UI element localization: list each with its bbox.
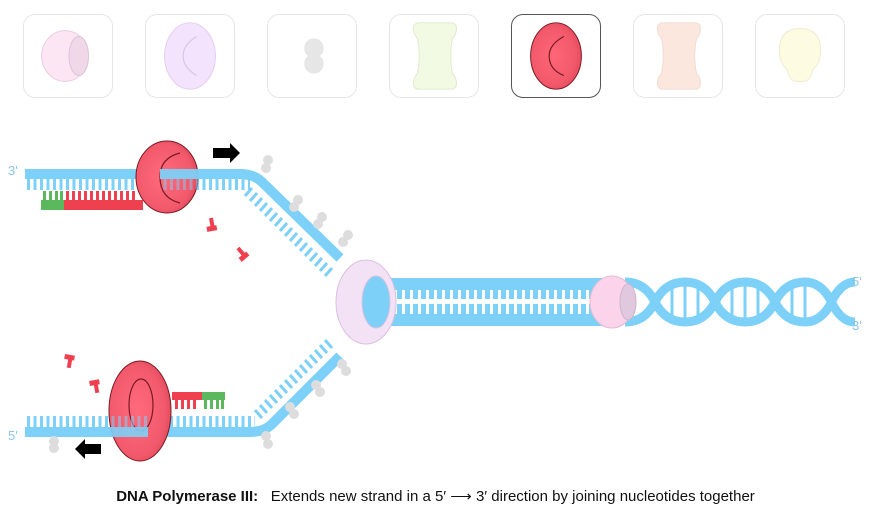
ssb-protein: [49, 436, 59, 453]
nucleotide-icon: [89, 379, 100, 394]
nucleotide-icon: [206, 217, 218, 232]
tool-topoisomerase[interactable]: [145, 14, 235, 98]
ssb-protein: [261, 155, 273, 173]
label-helix-3-prime: 3': [852, 318, 862, 333]
nucleotide-icon: [64, 353, 75, 369]
leading-new-strand: [63, 191, 143, 210]
caption-description: Extends new strand in a 5′ ⟶ 3′ directio…: [270, 488, 755, 505]
ssb-protein: [285, 402, 299, 419]
replication-fork-diagram: 3' 5' 5' 3': [8, 140, 862, 462]
free-nucleotides-bottom: [64, 353, 100, 394]
topoisomerase-icon: [164, 22, 216, 90]
ssb-protein: [338, 230, 353, 247]
ssb-proteins-top: [261, 155, 353, 247]
ssb-protein: [261, 431, 273, 449]
ssb-protein: [337, 359, 351, 376]
ssb-protein: [313, 212, 327, 229]
double-helix: [624, 277, 856, 327]
label-leading-3-prime: 3': [8, 163, 18, 178]
parental-dna-duplex: [360, 278, 610, 326]
label-lagging-5-prime: 5': [8, 428, 18, 443]
ssb-proteins-bottom: [49, 359, 351, 453]
dna-polymerase-i-icon: [657, 22, 701, 90]
helicase-icon: [41, 30, 89, 82]
dna-polymerase-iii-leading[interactable]: [135, 140, 202, 214]
helicase-protein: [589, 275, 637, 329]
lagging-new-strand: [172, 392, 202, 409]
label-helix-5-prime: 5': [852, 274, 862, 289]
lagging-rna-primer: [202, 392, 225, 409]
lagging-direction-arrow-icon: [75, 439, 101, 459]
ssb-protein: [289, 195, 303, 212]
ligase-icon: [779, 28, 821, 82]
enzyme-toolbar: [0, 0, 871, 110]
nucleotide-icon: [236, 246, 250, 262]
leading-rna-primer: [41, 191, 64, 210]
tool-ligase[interactable]: [755, 14, 845, 98]
enzyme-caption: DNA Polymerase III: Extends new strand i…: [0, 487, 871, 505]
dna-polymerase-iii-lagging[interactable]: [108, 360, 172, 462]
tool-primase[interactable]: [389, 14, 479, 98]
tool-helicase[interactable]: [23, 14, 113, 98]
caption-enzyme-name: DNA Polymerase III:: [116, 488, 259, 505]
dna-polymerase-iii-icon: [530, 22, 582, 90]
ssb-icon: [304, 38, 324, 74]
tool-dna-polymerase-i[interactable]: [633, 14, 723, 98]
leading-direction-arrow-icon: [213, 143, 240, 163]
free-nucleotides-top: [206, 217, 250, 262]
primase-icon: [413, 22, 457, 90]
ssb-protein: [311, 380, 325, 397]
fork-ring-protein: [335, 259, 397, 345]
tool-single-strand-binding-protein[interactable]: [267, 14, 357, 98]
tool-dna-polymerase-iii[interactable]: [511, 14, 601, 98]
